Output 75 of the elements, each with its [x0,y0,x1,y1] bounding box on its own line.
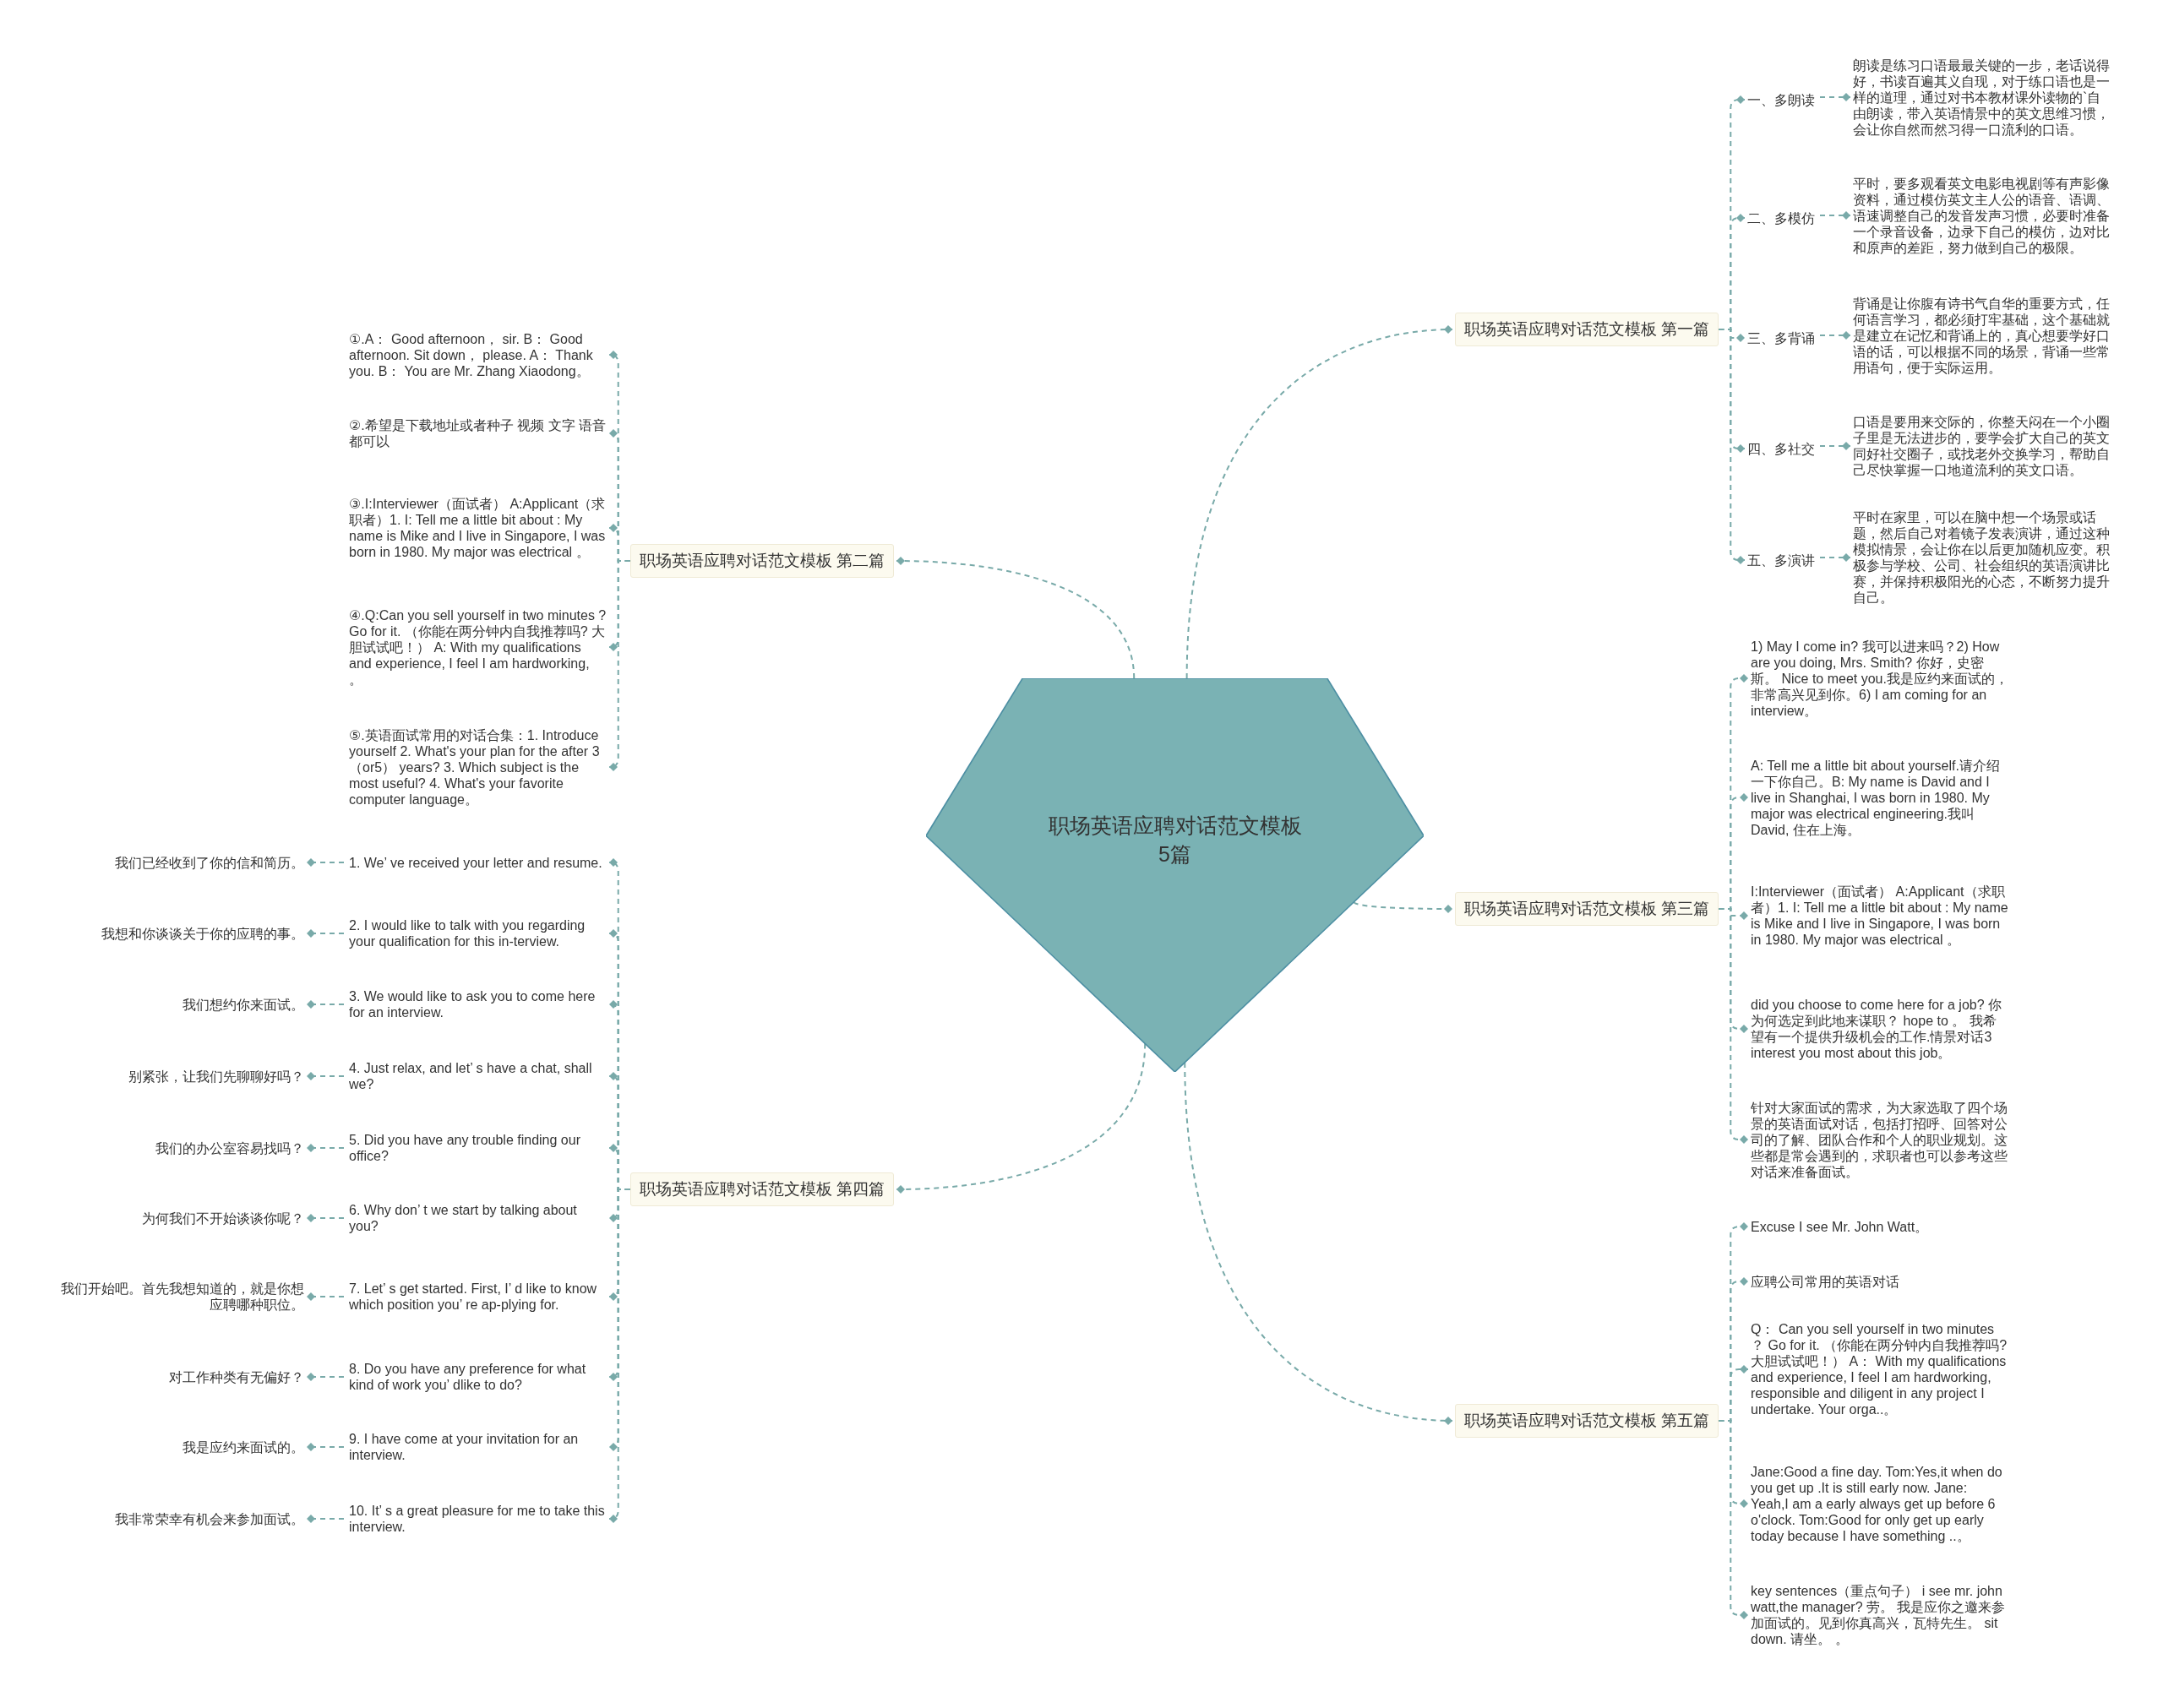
connector [1819,553,1851,562]
subtopic-label: 三、多背诵 [1747,329,1815,346]
note-text: 背诵是让你腹有诗书气自华的重要方式，任何语言学习，都必须打牢基础，这个基础就是建立在记忆和背诵上的，真心想要学好口语的话，可以根据不同的场景，背诵一些常用语句，便于实际运用。 [1853,295,2111,376]
note-text: 5. Did you have any trouble finding our office? [349,1132,607,1164]
translation-text: 我们已经收到了你的信和简历。 [57,854,304,871]
note-text: did you choose to come here for a job? 你为何选定到此地来谋职？ hope to 。 我希望有一个提供升级机会的工作.情景对话3 interest you most about this job。 [1751,997,2008,1061]
note-text: 1) May I come in? 我可以进来吗？2) How are you doing, Mrs. Smith? 你好，史密斯。 Nice to meet you.我是应约来面试的，非常高兴见到你。6) I am coming for an interview。 [1751,638,2008,719]
note-text: 9. I have come at your invitation for an interview. [349,1431,607,1463]
note-text: 应聘公司常用的英语对话 [1751,1273,2008,1290]
translation-text: 我想和你谈谈关于你的应聘的事。 [57,925,304,942]
topic-box: 职场英语应聘对话范文模板 第二篇 [629,544,894,578]
note-text: 1. We’ ve received your letter and resume. [349,854,607,871]
connector [306,1000,345,1009]
note-text: ③.I:Interviewer（面试者） A:Applicant（求职者）1. I: Tell me a little bit about : My name is Mike and I live in Singapore, I was born in 1980. My major was electrical 。 [349,496,607,560]
translation-text: 我们的办公室容易找吗？ [57,1140,304,1156]
note-text: ②.希望是下载地址或者种子 视频 文字 语音都可以 [349,417,607,449]
subtopic-label: 一、多朗读 [1747,91,1815,108]
connector [1718,329,1746,564]
connector [1184,1061,1453,1425]
connector [306,858,345,867]
translation-text: 我们想约你来面试。 [57,996,304,1013]
connector [1819,93,1851,101]
topic-box: 职场英语应聘对话范文模板 第四篇 [629,1172,894,1206]
note-text: 7. Let’ s get started. First, I’ d like to know which position you’ re ap-plying for. [349,1281,607,1313]
note-text: I:Interviewer（面试者） A:Applicant（求职者）1. I: Tell me a little bit about : My name is Mike and I live in Singapore, I was born in 1980. My major was electrical 。 [1751,884,2008,948]
note-text: 10. It’ s a great pleasure for me to take this interview. [349,1503,607,1535]
subtopic-label: 二、多模仿 [1747,209,1815,226]
note-text: 朗读是练习口语最最关键的一步，老话说得好，书读百遍其义自现，对于练口语也是一样的道理，通过对书本教材课外读物的`自由朗读，带入英语情景中的英文思维习惯，会让你自然而然习得一口流利的口语。 [1853,57,2111,138]
translation-text: 为何我们不开始谈谈你呢？ [57,1210,304,1227]
translation-text: 我们开始吧。首先我想知道的，就是你想应聘哪种职位。 [57,1281,304,1313]
connector [1819,442,1851,450]
topic-box: 职场英语应聘对话范文模板 第五篇 [1455,1404,1719,1438]
note-text: ①.A： Good afternoon， sir. B： Good afternoon. Sit down， please. A： Thank you. B： You are Mr. Zhang Xiaodong。 [349,330,607,379]
connector [306,1144,345,1152]
note-text: 平时，要多观看英文电影电视剧等有声影像资料，通过模仿英文主人公的语音、语调、语速调整自己的发音发声习惯，必要时准备一个录音设备，边录下自己的模仿，边对比和原声的差距，努力做到自己的极限。 [1853,175,2111,256]
translation-text: 对工作种类有无偏好？ [57,1368,304,1385]
note-text: 8. Do you have any preference for what kind of work you’ dlike to do? [349,1361,607,1393]
note-text: 6. Why don’ t we start by talking about you? [349,1202,607,1234]
note-text: Q： Can you sell yourself in two minutes ？ Go for it. （你能在两分钟内自我推荐吗? 大胆试试吧！） A： With my qualifications and experience, I feel I am hardworking, responsible and diligent in any project I undertake. Your orga..。 [1751,1321,2008,1417]
translation-text: 我是应约来面试的。 [57,1439,304,1455]
note-text: 针对大家面试的需求，为大家选取了四个场景的英语面试对话，包括打招呼、回答对公司的了解、团队合作和个人的职业规划。这些都是常会遇到的，求职者也可以参考这些对话来准备面试。 [1751,1099,2008,1180]
connector [306,1443,345,1451]
subtopic-label: 五、多演讲 [1747,552,1815,568]
connector [306,1292,345,1301]
topic-box: 职场英语应聘对话范文模板 第三篇 [1455,892,1719,926]
translation-text: 别紧张，让我们先聊聊好吗？ [57,1068,304,1085]
note-text: ⑤.英语面试常用的对话合集：1. Introduce yourself 2. What's your plan for the after 3（or5） years? 3. Which subject is the most useful? 4. What's your favorite computer language。 [349,726,607,808]
connector [1185,325,1453,679]
connector [1353,900,1453,913]
subtopic-label: 四、多社交 [1747,440,1815,457]
connector [1718,908,1749,1144]
note-text: 平时在家里，可以在脑中想一个场景或话题，然后自己对着镜子发表演讲，通过这种模拟情景，会让你在以后更加随机应变。积极参与学校、公司、社会组织的英语演讲比赛，并保持积极阳光的心态，不断努力提升自己。 [1853,509,2111,606]
note-text: key sentences（重点句子） i see mr. john watt,the manager? 劳。 我是应你之邀来参加面试的。见到你真高兴，瓦特先生。 sit down. 请坐。 。 [1751,1583,2008,1647]
pentagon-node: 职场英语应聘对话范文模板5篇 [926,678,1424,1072]
note-text: ④.Q:Can you sell yourself in two minutes ? Go for it. （你能在两分钟内自我推荐吗? 大胆试试吧！） A: With my qualifications and experience, I feel I am hardworking, 。 [349,607,607,688]
note-text: A: Tell me a little bit about yourself.请介绍一下你自己。B: My name is David and I live in Shanghai, I was born in 1980. My major was electrical engineering.我叫David, 住在上海。 [1751,757,2008,838]
note-text: 2. I would like to talk with you regarding your qualification for this in-terview. [349,917,607,949]
connector [306,1214,345,1222]
connector [896,557,1136,679]
connector [1819,331,1851,340]
connector [306,1373,345,1381]
connector [306,1515,345,1523]
note-text: Excuse I see Mr. John Watt。 [1751,1218,2008,1235]
connector [896,1042,1147,1194]
connector [1718,1420,1749,1619]
topic-box: 职场英语应聘对话范文模板 第一篇 [1455,313,1719,346]
note-text: 口语是要用来交际的，你整天闷在一个小圈子里是无法进步的，要学会扩大自己的英文同好社交圈子，或找老外交换学习，帮助自己尽快掌握一口地道流利的英文口语。 [1853,414,2111,478]
connector [306,1072,345,1080]
note-text: Jane:Good a fine day. Tom:Yes,it when do you get up .It is still early now. Jane: Yeah,I am a early always get up before 6 o'clock. Tom:Good for only get up early today because I have something ..。 [1751,1463,2008,1544]
note-text: 4. Just relax, and let’ s have a chat, shall we? [349,1060,607,1092]
connector [1819,211,1851,220]
note-text: 3. We would like to ask you to come here for an interview. [349,988,607,1020]
connector [608,560,631,771]
translation-text: 我非常荣幸有机会来参加面试。 [57,1510,304,1527]
connector [306,929,345,938]
